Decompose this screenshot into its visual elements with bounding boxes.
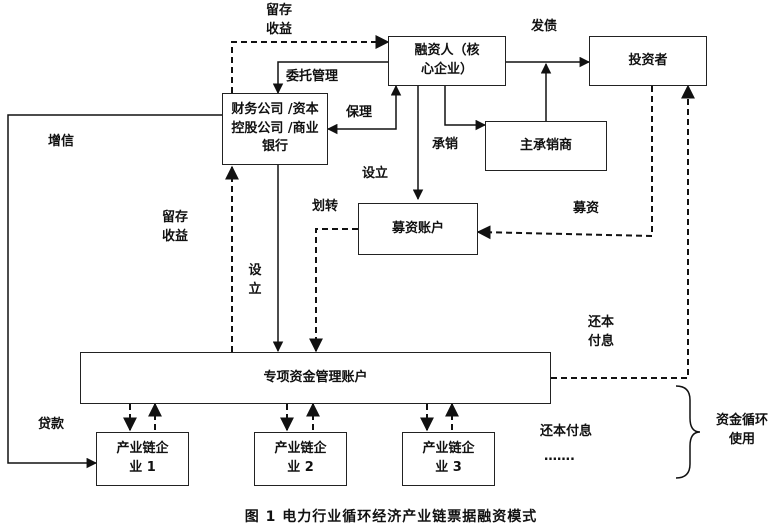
arrow-entrusted-management	[272, 61, 388, 95]
arrow-factoring	[326, 84, 402, 135]
label-repay-bottom: 还本付息	[540, 424, 593, 439]
label-ellipsis: …….	[544, 449, 575, 464]
node-underwriter: 主承销商	[485, 121, 607, 171]
label-fundraise: 募资	[573, 201, 600, 216]
node-investor: 投资者	[589, 36, 707, 86]
label-issue-bonds: 发债	[531, 19, 558, 34]
node-special-account: 专项资金管理账户	[80, 352, 551, 404]
label-retained-top: 留存 收益	[266, 3, 293, 37]
label-entrusted-mgmt: 委托管理	[286, 69, 339, 84]
node-enterprise-2: 产业链企 业 2	[254, 432, 347, 486]
arrow-financier-to-underwriter	[444, 84, 487, 131]
arrow-credit-loan	[7, 114, 222, 469]
label-loan: 贷款	[38, 417, 65, 432]
label-credit-enhance: 增信	[48, 134, 75, 149]
node-fundraising-account: 募资账户	[358, 203, 478, 255]
label-factoring: 保理	[346, 105, 373, 120]
label-underwriting: 承销	[432, 137, 459, 152]
label-establish-1: 设立	[362, 166, 389, 181]
label-establish-2: 设立	[248, 263, 262, 297]
node-enterprise-1: 产业链企 业 1	[96, 432, 189, 486]
arrow-fundraising-to-special	[309, 228, 358, 353]
label-repay-right: 还本 付息	[588, 315, 615, 349]
node-finance-company: 财务公司 /资本 控股公司 /商业 银行	[222, 93, 328, 165]
node-enterprise-3: 产业链企 业 3	[402, 432, 495, 486]
node-financier: 融资人（核 心企业）	[388, 36, 506, 86]
arrow-investor-to-fundraising	[476, 86, 653, 240]
arrow-special-to-investor	[551, 84, 695, 379]
label-retained-mid: 留存 收益	[162, 210, 189, 244]
arrow-retained-top	[231, 35, 390, 93]
fund-cycle-brace	[675, 385, 701, 479]
label-fund-cycle: 资金循环 使用	[716, 413, 769, 447]
figure-caption: 图 1 电力行业循环经济产业链票据融资模式	[244, 509, 538, 525]
label-transfer: 划转	[312, 199, 339, 214]
